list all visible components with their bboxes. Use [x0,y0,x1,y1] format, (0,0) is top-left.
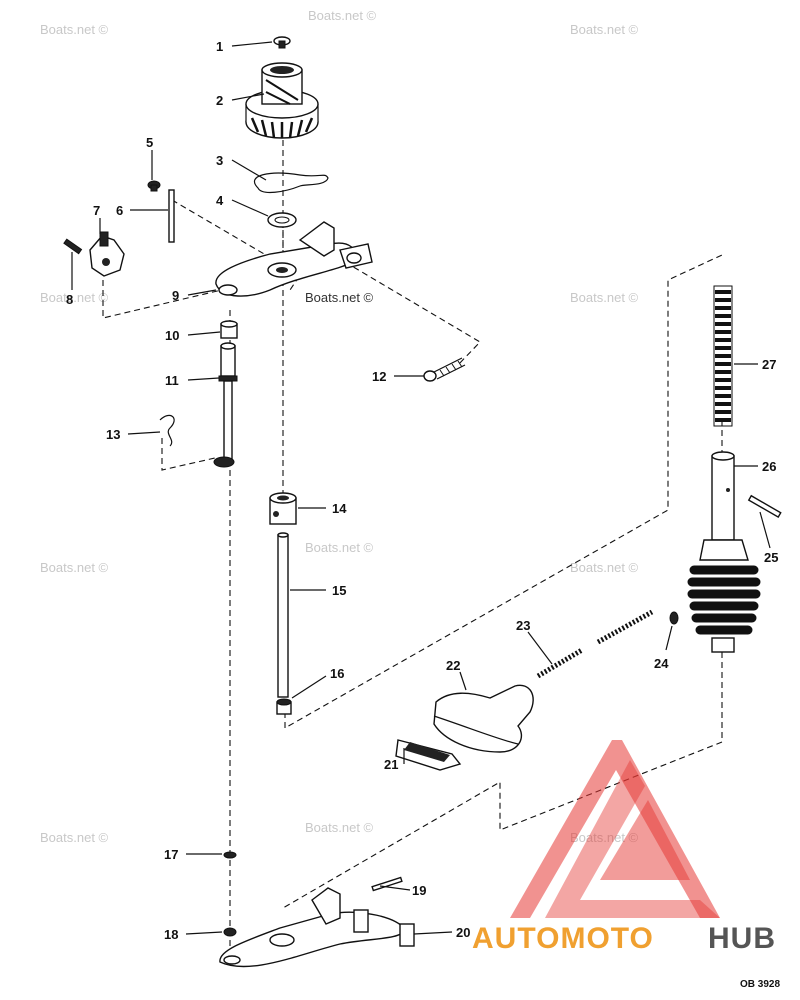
watermark: Boats.net © [570,830,639,845]
part-27-coil-spring [713,285,733,427]
callout-8: 8 [66,292,73,307]
callout-11: 11 [165,373,179,388]
callout-16: 16 [330,666,344,681]
watermark: Boats.net © [40,830,109,845]
part-1-screw [273,36,291,49]
watermark: Boats.net © [40,290,109,305]
callout-12: 12 [372,369,386,384]
callout-24: 24 [654,656,669,671]
part-7-bracket [89,231,125,277]
callout-27: 27 [762,357,776,372]
callout-13: 13 [106,427,120,442]
watermark: Boats.net © [570,560,639,575]
brand-logo: AUTOMOTO HUB [472,740,776,955]
callout-23: 23 [516,618,530,633]
callout-4: 4 [216,193,224,208]
part-19-pin [371,876,403,892]
callout-15: 15 [332,583,346,598]
callout-19: 19 [412,883,426,898]
callout-21: 21 [384,757,398,772]
logo-triangle-outer [510,740,720,918]
callout-6: 6 [116,203,123,218]
part-3-spring-clip [254,172,329,194]
callout-25: 25 [764,550,778,565]
part-4-washer [267,212,297,228]
callout-20: 20 [456,925,470,940]
part-22-shift-handle [433,684,534,753]
watermark-dark: Boats.net © [305,290,374,305]
callout-10: 10 [165,328,179,343]
leader-lines [71,41,771,935]
callout-3: 3 [216,153,223,168]
callout-5: 5 [146,135,153,150]
watermark: Boats.net © [305,820,374,835]
callout-22: 22 [446,658,460,673]
callout-1: 1 [216,39,223,54]
watermark: Boats.net © [40,22,109,37]
part-21-handle-insert [395,739,462,771]
part-25-roll-pin [747,494,782,519]
part-24-screw [669,611,679,625]
part-18-nut [223,927,237,937]
callout-labels: 1 2 3 4 5 6 7 8 9 10 11 12 13 14 15 16 1… [66,39,778,942]
watermark: Boats.net © [305,540,374,555]
part-15-shift-rod [277,532,289,698]
part-23-spring [536,609,654,679]
logo-text-hub: HUB [708,922,776,955]
diagram-code: OB 3928 [740,979,780,990]
part-11-shift-shaft [213,342,238,468]
callout-2: 2 [216,93,223,108]
watermark: Boats.net © [308,8,377,23]
logo-text-automoto: AUTOMOTO [472,922,654,955]
watermark: Boats.net © [570,290,639,305]
part-12-screw [423,357,466,382]
watermarks: Boats.net © Boats.net © Boats.net © Boat… [40,8,639,845]
watermark: Boats.net © [570,22,639,37]
part-13-cotter-pin [159,414,175,447]
part-8-bolt [63,238,83,255]
part-6-pin [168,189,175,243]
part-16-rod-end [276,698,292,715]
part-26-shaft [687,451,761,653]
callout-7: 7 [93,203,100,218]
part-5-screw [147,180,161,192]
callout-14: 14 [332,501,347,516]
part-14-coupler [269,492,297,525]
callout-9: 9 [172,288,179,303]
part-2-drive-gear [245,62,319,139]
callout-26: 26 [762,459,776,474]
callout-17: 17 [164,847,178,862]
logo-triangle-inner [545,760,720,918]
watermark: Boats.net © [40,560,109,575]
logo-triangle-small [600,800,690,880]
callout-18: 18 [164,927,178,942]
part-17-clip [223,851,237,859]
part-20-lower-lever [219,887,415,968]
part-9-shift-lever [215,221,373,297]
part-10-bushing [220,320,238,339]
